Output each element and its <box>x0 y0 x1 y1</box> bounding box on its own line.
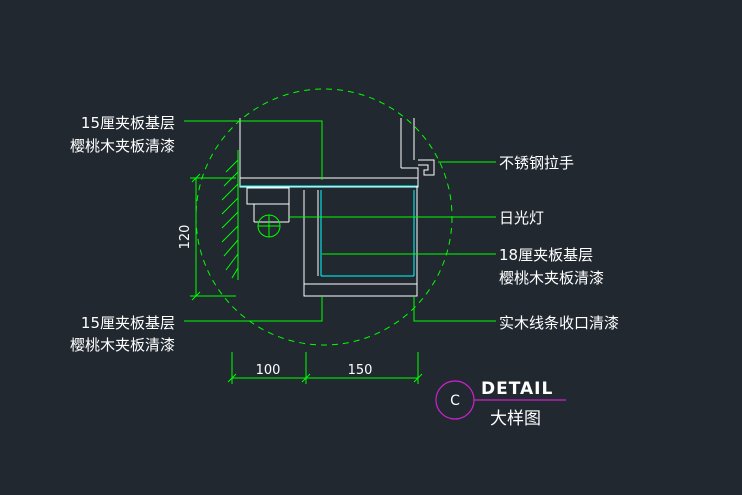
label-bottom-left-line2: 樱桃木夹板清漆 <box>70 336 175 354</box>
label-top-left-line2: 樱桃木夹板清漆 <box>70 137 175 155</box>
horizontal-dimension-left-text: 100 <box>256 363 281 378</box>
leader-lines <box>184 120 496 322</box>
label-handle: 不锈钢拉手 <box>499 154 574 172</box>
detail-mark-subtitle: 大样图 <box>490 409 541 429</box>
fluorescent-lamp-symbol <box>257 214 281 238</box>
label-right-mid-line1: 18厘夹板基层 <box>499 246 593 264</box>
stainless-handle <box>418 159 435 176</box>
side-panel <box>303 186 418 284</box>
detail-mark-letter: C <box>450 393 460 409</box>
label-light: 日光灯 <box>499 209 544 227</box>
label-right-mid-line2: 樱桃木夹板清漆 <box>499 269 604 287</box>
horizontal-dimension <box>227 352 423 384</box>
label-trim: 实木线条收口清漆 <box>499 314 619 332</box>
vertical-dimension-text: 120 <box>178 225 193 250</box>
wall-hatch <box>221 150 239 280</box>
door-edge <box>400 118 419 186</box>
bottom-panel <box>303 283 418 297</box>
horizontal-dimension-right-text: 150 <box>348 363 373 378</box>
light-box <box>246 187 290 223</box>
top-panel <box>239 118 419 188</box>
vertical-dimension <box>190 173 236 301</box>
detail-mark-title: DETAIL <box>481 379 553 399</box>
label-bottom-left-line1: 15厘夹板基层 <box>81 314 175 332</box>
label-top-left-line1: 15厘夹板基层 <box>81 114 175 132</box>
